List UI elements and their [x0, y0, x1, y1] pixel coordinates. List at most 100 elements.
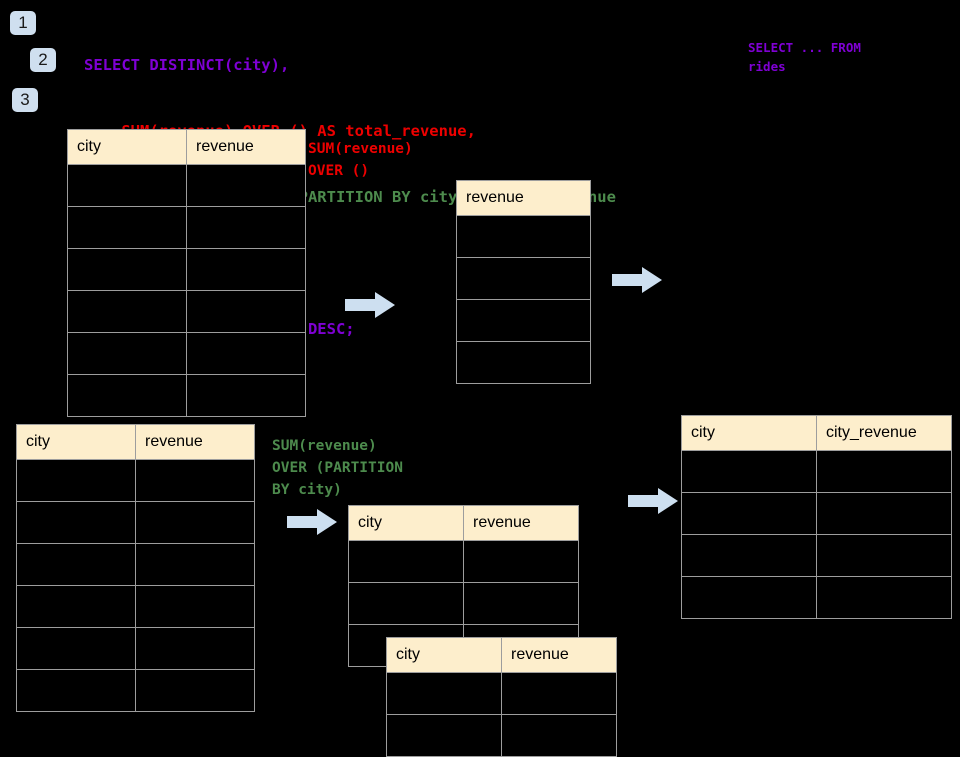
table-row	[67, 290, 306, 333]
table-row	[456, 215, 591, 258]
cell-city	[16, 543, 136, 586]
step-badge-2[interactable]: 2	[30, 48, 56, 72]
cell-revenue	[186, 164, 306, 207]
total-revenue-table: revenue	[456, 180, 591, 384]
table-row	[456, 299, 591, 342]
note-sum-over-empty: SUM(revenue) OVER ()	[308, 141, 413, 179]
arrow-right-icon	[345, 292, 395, 318]
table-row	[67, 164, 306, 207]
cell-city	[16, 501, 136, 544]
step-badge-3-label: 3	[20, 90, 30, 109]
table-row	[16, 585, 255, 628]
cell-revenue	[135, 585, 255, 628]
table-row	[16, 501, 255, 544]
step-badge-3[interactable]: 3	[12, 88, 38, 112]
cell-city	[16, 669, 136, 712]
cell-revenue	[501, 714, 617, 757]
table-row	[456, 257, 591, 300]
step-badge-1-label: 1	[18, 13, 28, 32]
cell-revenue	[456, 215, 591, 258]
rides-source-table-bottom: city revenue	[16, 424, 255, 712]
cell-city	[16, 627, 136, 670]
cell-city	[681, 450, 817, 493]
cell-city-revenue	[816, 576, 952, 619]
table-row	[16, 627, 255, 670]
table-row	[16, 459, 255, 502]
flow-arrow-3	[287, 508, 337, 536]
table-header-row: city revenue	[16, 424, 255, 460]
column-header-revenue: revenue	[463, 505, 579, 541]
cell-city	[386, 714, 502, 757]
cell-city	[681, 576, 817, 619]
cell-city	[386, 672, 502, 715]
cell-revenue	[501, 672, 617, 715]
cell-city	[67, 248, 187, 291]
table-row	[16, 669, 255, 712]
cell-city	[67, 332, 187, 375]
table-row	[681, 492, 952, 535]
table-header-row: revenue	[456, 180, 591, 216]
cell-revenue	[456, 257, 591, 300]
column-header-city: city	[348, 505, 464, 541]
column-header-city: city	[681, 415, 817, 451]
column-header-revenue: revenue	[135, 424, 255, 460]
cell-revenue	[135, 627, 255, 670]
step-badge-1[interactable]: 1	[10, 11, 36, 35]
cell-revenue	[186, 332, 306, 375]
flow-arrow-1	[345, 291, 395, 319]
cell-city	[681, 534, 817, 577]
cell-city	[67, 374, 187, 417]
cell-city	[16, 459, 136, 502]
cell-city	[67, 164, 187, 207]
table-row	[681, 534, 952, 577]
cell-revenue	[135, 459, 255, 502]
column-header-city-revenue: city_revenue	[816, 415, 952, 451]
cell-revenue	[463, 540, 579, 583]
cell-city	[681, 492, 817, 535]
result-city-revenue-table: city city_revenue	[681, 415, 952, 619]
cell-city	[67, 290, 187, 333]
sql-line-select-distinct: SELECT DISTINCT(city),	[84, 56, 290, 74]
table-row	[16, 543, 255, 586]
table-header-row: city revenue	[348, 505, 579, 541]
cell-revenue	[456, 341, 591, 384]
rides-source-table-top: city revenue	[67, 129, 306, 417]
cell-city-revenue	[816, 534, 952, 577]
table-row	[348, 540, 579, 583]
cell-revenue	[456, 299, 591, 342]
window-sql-window-functions-diagram: { "steps": [ { "label": "1" }, { "label"…	[10, 11, 952, 757]
arrow-right-icon	[612, 267, 662, 293]
cell-revenue	[186, 290, 306, 333]
column-header-city: city	[67, 129, 187, 165]
column-header-revenue: revenue	[186, 129, 306, 165]
table-row	[386, 672, 617, 715]
partition-group-table-back: city revenue	[348, 505, 579, 667]
table-row	[67, 206, 306, 249]
cell-revenue	[463, 582, 579, 625]
cell-city	[348, 540, 464, 583]
cell-revenue	[186, 248, 306, 291]
table-row	[681, 576, 952, 619]
table-row	[67, 374, 306, 417]
table-row	[67, 332, 306, 375]
cell-revenue	[135, 543, 255, 586]
arrow-right-icon	[628, 488, 678, 514]
arrow-right-icon	[287, 509, 337, 535]
cell-revenue	[135, 501, 255, 544]
table-header-row: city city_revenue	[681, 415, 952, 451]
cell-city	[67, 206, 187, 249]
table-row	[348, 582, 579, 625]
table-header-row: city revenue	[67, 129, 306, 165]
flow-arrow-2	[612, 266, 662, 294]
cell-city-revenue	[816, 492, 952, 535]
column-header-revenue: revenue	[501, 637, 617, 673]
note-sum-over-partition: SUM(revenue) OVER (PARTITION BY city)	[272, 438, 403, 498]
table-row	[67, 248, 306, 291]
table-header-row: city revenue	[386, 637, 617, 673]
table-row	[681, 450, 952, 493]
cell-city	[348, 582, 464, 625]
cell-revenue	[186, 374, 306, 417]
step-badge-2-label: 2	[38, 50, 48, 69]
table-row	[386, 714, 617, 757]
column-header-city: city	[16, 424, 136, 460]
